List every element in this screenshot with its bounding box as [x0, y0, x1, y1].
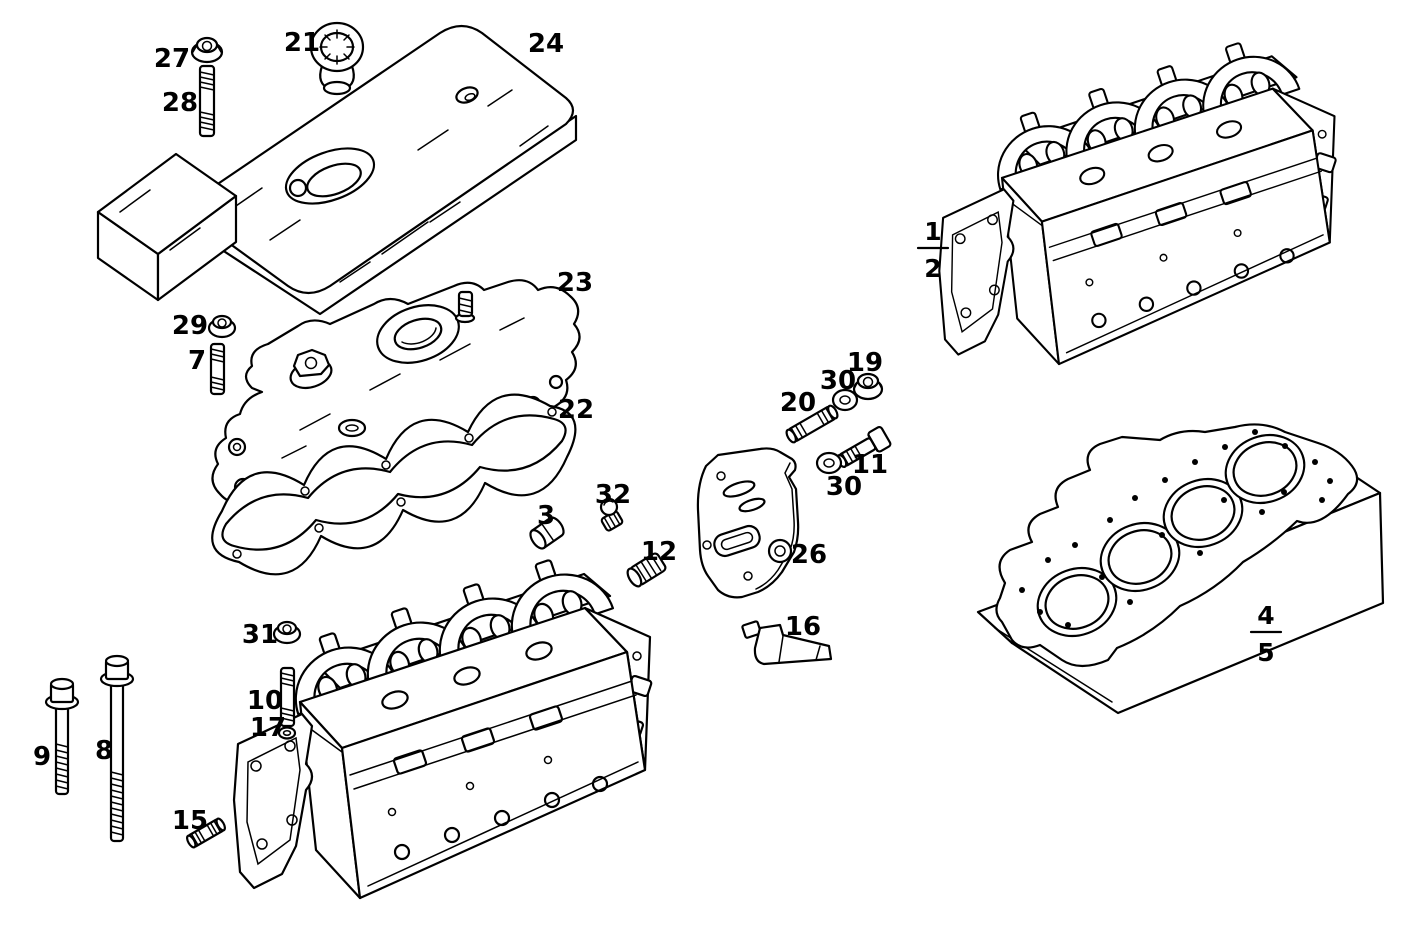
callout-10: 10	[247, 686, 283, 716]
gasket-bolt-holes	[1019, 429, 1333, 628]
washer-30-upper	[831, 388, 859, 412]
head-bolt-long-8	[99, 654, 135, 843]
head-nut-31	[272, 620, 302, 645]
callout-30-upper: 30	[820, 366, 856, 396]
head-end-plate	[696, 447, 800, 599]
callout-24: 24	[528, 29, 564, 59]
cylinder-head-assembly-right	[938, 28, 1338, 366]
seal-ring-17	[277, 726, 297, 740]
head-stud-10	[279, 666, 296, 728]
threaded-plug	[626, 552, 667, 588]
callout-fraction-1-2: 1 2	[916, 217, 950, 283]
callout-15: 15	[172, 806, 208, 836]
callout-19: 19	[847, 348, 883, 378]
callout-28: 28	[162, 88, 198, 118]
camshaft-housing	[211, 279, 581, 511]
callout-20: 20	[780, 388, 816, 418]
cover-end-cap	[96, 152, 238, 302]
callout-12: 12	[641, 537, 677, 567]
callout-31: 31	[242, 620, 278, 650]
cover-surface-lines	[232, 89, 549, 283]
callout-30-lower: 30	[826, 472, 862, 502]
fraction-4-5-denominator: 5	[1257, 638, 1274, 667]
stud-20	[785, 404, 839, 444]
oil-filler-opening	[284, 147, 376, 205]
sealant-tube	[741, 620, 833, 666]
callout-labels: 27 28 21 24 23 29 7 22 3 32 12 19 30 20 …	[33, 28, 1283, 836]
cap-knurl-lines	[319, 29, 355, 65]
fraction-1-2-numerator: 1	[924, 217, 941, 246]
housing-nut	[207, 314, 237, 339]
callout-17: 17	[250, 713, 286, 743]
ball-plug	[599, 497, 624, 532]
head-bolt-short-9	[44, 677, 80, 796]
housing-stud	[454, 290, 476, 324]
housing-stud-7	[209, 342, 226, 396]
fraction-1-2-denominator: 2	[924, 254, 941, 283]
callout-32: 32	[595, 480, 631, 510]
washer-30-lower	[815, 451, 843, 475]
callout-29: 29	[172, 311, 208, 341]
cam-bore-ring	[376, 304, 460, 364]
callout-fraction-4-5: 4 5	[1249, 601, 1283, 667]
dowel-bushing	[529, 516, 565, 550]
callout-26: 26	[791, 540, 827, 570]
hex-plug-boss	[289, 348, 333, 390]
cylinder-bores	[1036, 434, 1306, 637]
callout-8: 8	[95, 736, 113, 766]
fraction-4-5-numerator: 4	[1257, 601, 1274, 630]
callout-16: 16	[785, 612, 821, 642]
callout-22: 22	[558, 395, 594, 425]
cover-gasket	[211, 393, 577, 576]
callout-11: 11	[852, 450, 888, 480]
callout-7: 7	[188, 346, 206, 376]
valve-cover	[96, 24, 578, 316]
cover-nut	[190, 36, 224, 64]
gasket-holes	[232, 407, 557, 559]
callout-27: 27	[154, 44, 190, 74]
callout-21: 21	[284, 28, 320, 58]
oil-filler-cap	[309, 21, 365, 96]
cylinder-head-bottom	[232, 544, 654, 900]
flange-nut-19	[852, 372, 884, 401]
callout-9: 9	[33, 742, 51, 772]
short-stud-15	[186, 817, 226, 849]
callout-23: 23	[557, 268, 593, 298]
head-gasket	[995, 423, 1359, 668]
cover-stud	[198, 64, 216, 138]
callout-3: 3	[537, 501, 555, 531]
